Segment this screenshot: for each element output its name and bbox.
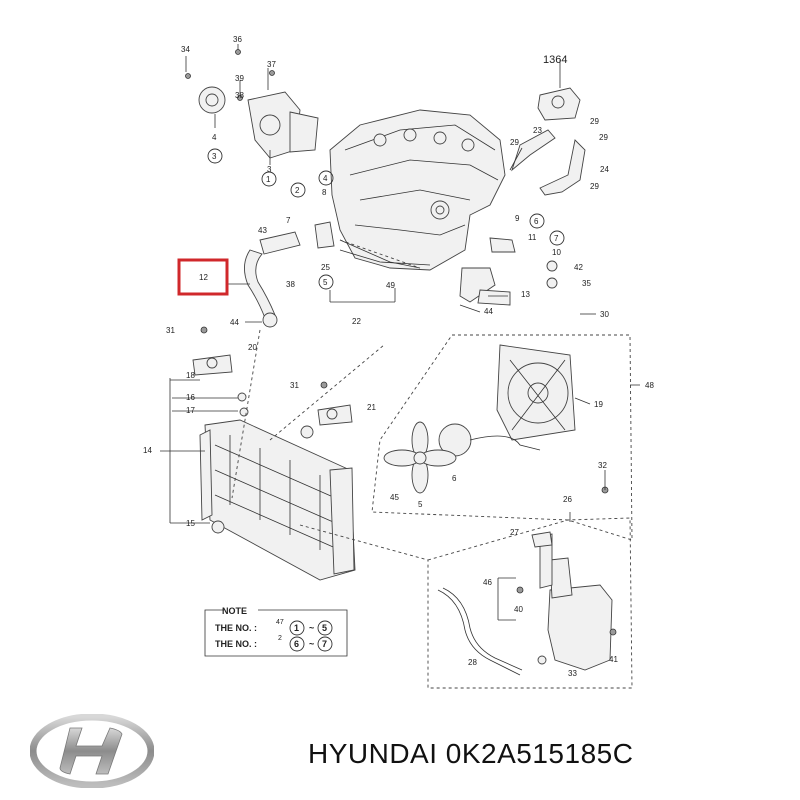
callout-1364: 1364 xyxy=(543,54,567,66)
callout-20: 20 xyxy=(248,343,257,352)
callout-49: 49 xyxy=(386,281,395,290)
callout-35: 35 xyxy=(582,279,591,288)
bypass-hoses xyxy=(314,221,558,306)
callout-42: 42 xyxy=(574,263,583,272)
callout-19: 19 xyxy=(594,400,603,409)
callout-24: 24 xyxy=(600,165,609,174)
note-row2-tilde: ~ xyxy=(309,639,314,649)
callout-circled-4: 4 xyxy=(323,174,328,183)
callout-38: 38 xyxy=(235,91,244,100)
callout-labels: 34 36 37 39 38 4 3 3 1 2 4 8 1364 23 29 … xyxy=(143,35,654,678)
callout-14: 14 xyxy=(143,446,152,455)
callout-34: 34 xyxy=(181,45,190,54)
callout-46: 46 xyxy=(483,578,492,587)
callout-11: 11 xyxy=(528,233,537,242)
callout-circled-5: 5 xyxy=(323,278,328,287)
callout-26: 26 xyxy=(563,495,572,504)
callout-22: 22 xyxy=(352,317,361,326)
callout-7a: 7 xyxy=(286,216,291,225)
note-box: NOTE THE NO. : 47 1 ~ 5 THE NO. : 2 6 ~ … xyxy=(204,606,348,657)
hyundai-logo xyxy=(30,714,154,788)
callout-39: 39 xyxy=(235,74,244,83)
callout-28: 28 xyxy=(468,658,477,667)
note-row2-label: THE NO. : xyxy=(215,639,257,649)
note-row2-from: 6 xyxy=(294,639,299,649)
marker-circle-5 xyxy=(318,274,334,290)
callout-9: 9 xyxy=(515,214,520,223)
note-row1-to: 5 xyxy=(322,623,327,633)
callout-29-c: 29 xyxy=(510,138,519,147)
note-row1-from: 1 xyxy=(294,623,299,633)
callout-13: 13 xyxy=(521,290,530,299)
water-pump-group xyxy=(185,44,319,165)
callout-8: 8 xyxy=(322,188,327,197)
callout-23: 23 xyxy=(533,126,542,135)
callout-circled-2: 2 xyxy=(295,186,300,195)
callout-12: 12 xyxy=(199,273,208,282)
callout-16: 16 xyxy=(186,393,195,402)
callout-40: 40 xyxy=(514,605,523,614)
marker-circle-3 xyxy=(207,148,223,164)
brand-part-number: HYUNDAI 0K2A515185C xyxy=(308,738,634,769)
callout-29-d: 29 xyxy=(590,182,599,191)
marker-circle-1 xyxy=(261,171,277,187)
highlight-box xyxy=(177,258,229,296)
radiator xyxy=(199,419,356,581)
callout-6: 6 xyxy=(452,474,457,483)
reservoir-group xyxy=(437,486,617,676)
callout-44-b: 44 xyxy=(230,318,239,327)
note-row1-label: THE NO. : xyxy=(215,623,257,633)
callout-3: 3 xyxy=(267,165,272,174)
callout-37: 37 xyxy=(267,60,276,69)
callout-17: 17 xyxy=(186,406,195,415)
upper-radiator-hose xyxy=(244,231,301,328)
callout-4: 4 xyxy=(212,133,217,142)
callout-29-a: 29 xyxy=(590,117,599,126)
callout-36: 36 xyxy=(233,35,242,44)
marker-circle-7 xyxy=(549,230,565,246)
leader-lines xyxy=(160,283,640,621)
callout-38-b: 38 xyxy=(286,280,295,289)
note-row1-small: 47 xyxy=(276,619,284,626)
callout-27: 27 xyxy=(510,528,519,537)
callout-10: 10 xyxy=(552,248,561,257)
fan-shroud-group xyxy=(383,344,576,494)
callout-25: 25 xyxy=(321,263,330,272)
marker-circle-2 xyxy=(290,182,306,198)
callout-29-b: 29 xyxy=(599,133,608,142)
note-title: NOTE xyxy=(222,606,247,616)
note-row2-small: 2 xyxy=(278,635,282,642)
callout-48: 48 xyxy=(645,381,654,390)
callout-31-b: 31 xyxy=(290,381,299,390)
radiator-mounts xyxy=(192,326,353,534)
group-outlines xyxy=(231,239,633,689)
callout-18: 18 xyxy=(186,371,195,380)
circle-markers xyxy=(207,148,565,290)
callout-21: 21 xyxy=(367,403,376,412)
callout-circled-7: 7 xyxy=(554,234,559,243)
engine-block xyxy=(329,109,506,271)
callout-5: 5 xyxy=(418,500,423,509)
callout-44-a: 44 xyxy=(484,307,493,316)
marker-circle-4 xyxy=(318,170,334,186)
callout-32: 32 xyxy=(598,461,607,470)
callout-30: 30 xyxy=(600,310,609,319)
callout-33: 33 xyxy=(568,669,577,678)
callout-15: 15 xyxy=(186,519,195,528)
callout-circled-3: 3 xyxy=(212,152,217,161)
callout-45: 45 xyxy=(390,493,399,502)
note-row1-tilde: ~ xyxy=(309,623,314,633)
marker-circle-6 xyxy=(529,213,545,229)
callout-31-a: 31 xyxy=(166,326,175,335)
callout-43: 43 xyxy=(258,226,267,235)
callout-41: 41 xyxy=(609,655,618,664)
callout-circled-1: 1 xyxy=(266,175,271,184)
note-row2-to: 7 xyxy=(322,639,327,649)
fan-blades xyxy=(383,421,457,494)
callout-circled-6: 6 xyxy=(534,217,539,226)
thermostat-housing xyxy=(509,60,586,196)
